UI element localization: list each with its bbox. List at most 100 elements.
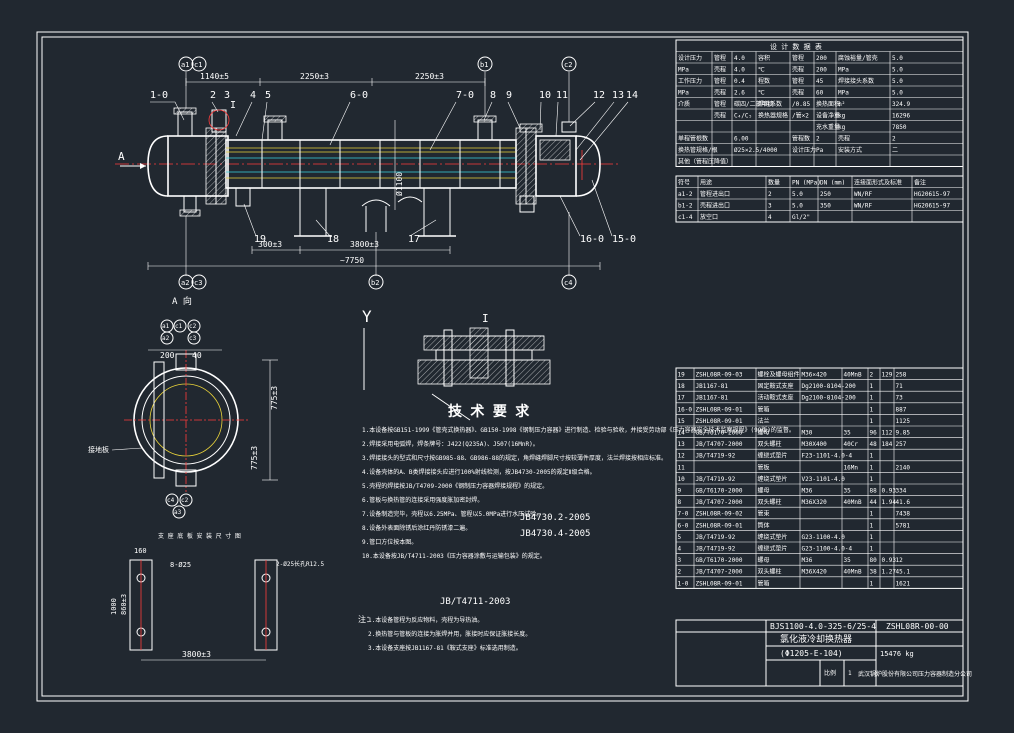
svg-text:9: 9 [506,90,512,101]
bom-cell: 3 [678,557,682,564]
bom-cell: 缠绕式垫片 [758,452,788,460]
design-table-cell: 6.00 [734,136,749,143]
svg-text:2250±3: 2250±3 [415,72,444,81]
svg-text:a1: a1 [181,61,189,69]
nozzle-table-cell: 4 [768,214,772,221]
svg-text:4: 4 [250,90,256,101]
bom-cell: JB/T4719-92 [696,453,736,460]
bom-cell: JB/T4719-92 [696,546,736,553]
bom-cell: 10 [678,476,686,483]
design-table-cell: 5.0 [892,90,903,97]
support-base-plate-drawing: 支 座 底 板 安 装 尺 寸 图 3800±3 160 8-Ø25 2-Ø25… [110,532,325,661]
design-table-cell: Pa [816,147,824,154]
design-table-cell: 200 [816,67,827,74]
nozzle-table-header: 符号 [678,179,690,187]
bom-cell: 1 [870,511,874,518]
svg-text:1140±5: 1140±5 [200,72,229,81]
bom-cell: 40Cr [844,441,859,448]
bom-cell: 35 [844,488,852,495]
svg-text:1.本设备按GB151-1999《管壳式换热器》、GB150: 1.本设备按GB151-1999《管壳式换热器》、GB150-1998《钢制压力… [362,426,795,434]
bom-cell: M30 [802,430,813,437]
nozzle-table-cell: 2 [768,191,772,198]
svg-text:775±3: 775±3 [270,386,279,410]
design-table-cell: 单程管根数 [678,135,708,143]
design-table-cell: 管程数 [792,135,810,143]
design-table-cell: 壳程 [792,66,804,74]
nozzle-table-cell: 250 [820,191,831,198]
svg-text:(Φ1205-E-104): (Φ1205-E-104) [780,649,843,658]
nozzle-table-cell: 350 [820,203,831,210]
dimension-lines: 1140±5 2250±3 2250±3 300±3 3800±3 ~7750 [147,72,601,270]
bom-cell: 1 [870,464,874,471]
bom-cell: M36×420 [802,372,828,379]
design-table-cell: 45 [816,78,824,85]
svg-text:17: 17 [408,234,420,245]
svg-text:ZSHL08R-00-00: ZSHL08R-00-00 [886,622,949,631]
svg-text:技 术 要 求: 技 术 要 求 [448,403,530,420]
part-callouts: 1-0 2 3 I 4 5 6-0 7-0 8 9 10 11 12 13 14… [150,90,638,245]
svg-text:注：: 注： [358,614,374,624]
bom-cell: ZSHL08R-09-01 [696,522,743,529]
svg-text:c1: c1 [194,61,202,69]
bom-cell: 18 [678,383,686,390]
bom-cell: 1621 [896,580,911,587]
svg-text:6.管板与换热管的连接采用强度胀加密封焊。: 6.管板与换热管的连接采用强度胀加密封焊。 [362,496,483,504]
design-table-cell: 60 [816,90,824,97]
bom-cell: 1.27 [882,569,897,576]
design-table-cell: 管程 [792,77,804,85]
svg-text:3800±3: 3800±3 [350,240,379,249]
svg-text:c4: c4 [564,279,572,287]
nozzle-table-header: PN (MPa) [792,180,821,187]
svg-text:武汉锅炉股份有限公司压力容器制造分公司: 武汉锅炉股份有限公司压力容器制造分公司 [858,670,972,678]
nozzle-table-header: 备注 [914,179,926,187]
nozzle-table-cell: c1-4 [678,214,693,221]
design-table-cell: 4.0 [734,55,745,62]
bom-cell: 固定鞍式支座 [758,382,794,390]
nozzle-table-header: DN (mm) [820,180,845,187]
svg-text:c3: c3 [194,279,202,287]
bom-cell: 1 [870,406,874,413]
bom-cell: G23-1100-4.0 [802,534,846,541]
design-table-cell: m² [838,101,845,108]
design-table-cell: 换热管规格/根 [678,146,718,154]
bom-cell: 35 [844,430,852,437]
bom-cell: 管板 [758,463,770,471]
svg-text:c4: c4 [167,497,175,504]
design-table-cell: 二 [892,147,898,154]
bom-cell: 257 [896,441,907,448]
design-table-cell: 壳程 [714,89,726,97]
svg-text:9.管口方位按本图。: 9.管口方位按本图。 [362,538,417,546]
bom-cell: 1 [870,395,874,402]
nozzle-table-cell: 管程进出口 [700,190,730,198]
design-table-cell: 壳程 [714,112,726,120]
svg-text:支 座 底 板 安 装 尺 寸 图: 支 座 底 板 安 装 尺 寸 图 [158,532,241,540]
svg-text:12: 12 [593,90,605,101]
bom-cell: 2 [678,569,682,576]
svg-text:Y: Y [362,307,372,326]
bom-cell: 1 [870,546,874,553]
bom-cell: 1 [870,476,874,483]
nozzle-table-cell: a1-2 [678,191,693,198]
nozzle-table-cell: WN/RF [854,191,872,198]
svg-text:3.本设备支座按JB1167-81《鞍式支座》标准选用制造。: 3.本设备支座按JB1167-81《鞍式支座》标准选用制造。 [368,644,522,652]
bom-cell: 19 [678,372,686,379]
svg-text:10: 10 [539,90,551,101]
svg-text:A 向: A 向 [172,295,192,307]
bom-cell: Dg2100-8104-200 [802,383,857,390]
bom-cell: 9 [678,488,682,495]
bom-cell: ZSHL08R-09-03 [696,372,743,379]
bom-cell: 管束 [758,510,770,518]
bom-cell: G23-1100-4.0-4 [802,546,853,553]
bom-cell: 缠绕式垫片 [758,533,788,541]
bom-cell: 缠绕式垫片 [758,545,788,553]
svg-text:c2: c2 [564,61,572,69]
bom-cell: JB1167-81 [696,383,729,390]
design-table-cell: 碳四/二氯甲烷 [734,100,774,108]
design-table-cell: 介质 [678,100,690,108]
svg-text:a2: a2 [181,279,189,287]
design-table-cell: 设计压力 [792,146,816,154]
nozzle-table-cell: WN/RF [854,203,872,210]
design-table-title: 设 计 数 据 表 [770,42,822,51]
svg-text:JB4730.4-2005: JB4730.4-2005 [520,529,590,539]
